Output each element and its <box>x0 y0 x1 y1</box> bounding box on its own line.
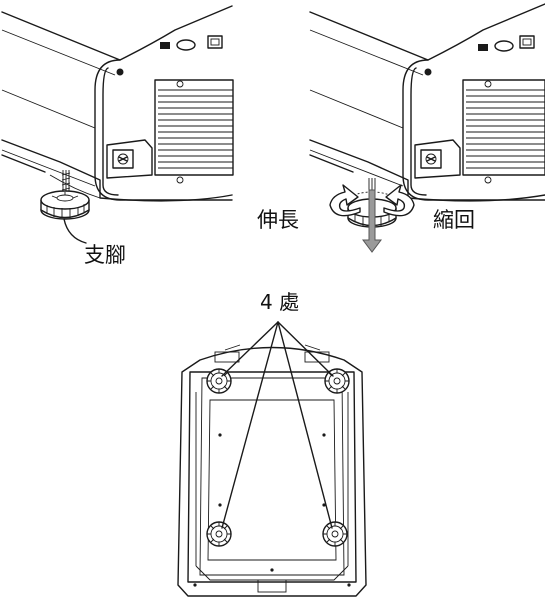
power-inlet-icon <box>106 139 153 179</box>
foot-top-left <box>206 368 232 394</box>
foot-count-label: 4 處 <box>260 290 300 314</box>
foot-label: 支腳 <box>84 243 126 267</box>
callout-leader-lines <box>221 321 334 529</box>
vent-grille-left <box>158 89 233 169</box>
extend-label: 伸長 <box>257 208 299 232</box>
foot-bottom-left <box>206 521 232 547</box>
adjustable-foot-left <box>40 170 90 220</box>
foot-bottom-right <box>322 521 348 547</box>
foot-leader-line <box>63 218 87 244</box>
retract-arrow-icon <box>383 184 415 217</box>
power-inlet-icon <box>414 139 461 179</box>
retract-label: 縮回 <box>433 208 475 232</box>
projector-body-left <box>1 5 234 202</box>
extend-arrow-icon <box>329 184 361 217</box>
vent-grille-right <box>466 89 545 169</box>
projector-outline-bottom <box>177 344 367 597</box>
projector-body-right <box>309 3 545 202</box>
down-arrow-icon <box>362 189 382 253</box>
